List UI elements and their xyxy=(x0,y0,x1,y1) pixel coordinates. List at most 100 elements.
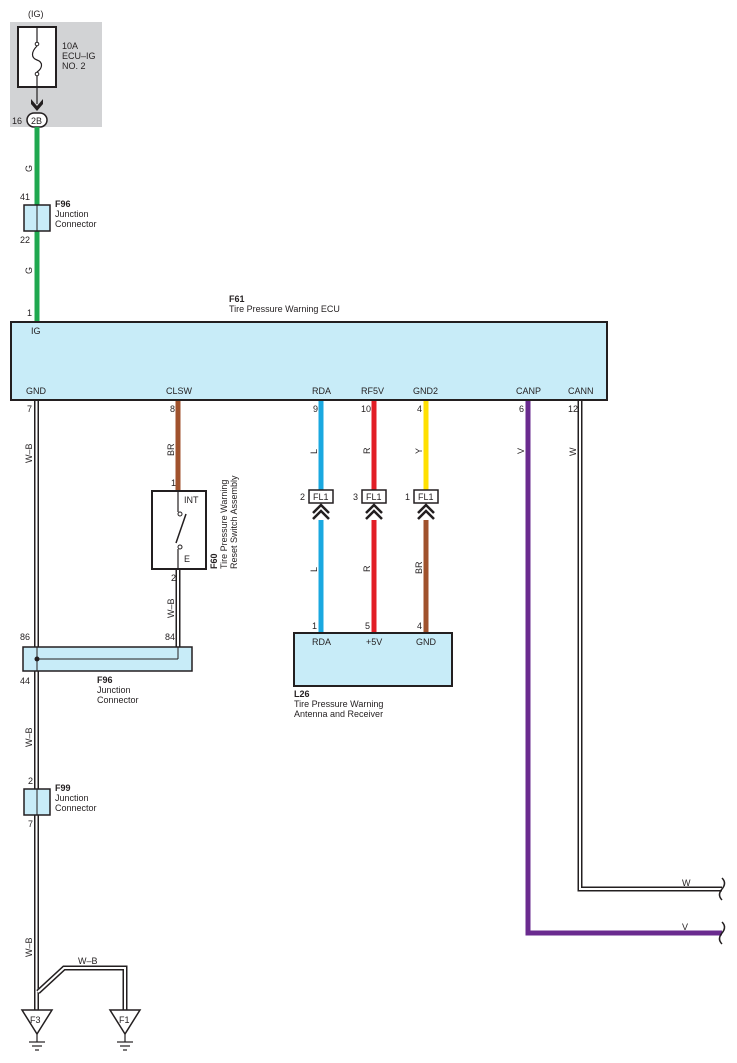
f96-top-id: F96 xyxy=(55,199,71,209)
ecu-f61: F61 Tire Pressure Warning ECU 1 IG GND C… xyxy=(10,294,608,414)
receiver-term-rda: RDA xyxy=(312,637,331,647)
ground-f3-triangle-icon xyxy=(20,1009,54,1036)
receiver-line2: Antenna and Receiver xyxy=(294,709,383,719)
ecu-term-gnd2: GND2 xyxy=(413,386,438,396)
wires xyxy=(34,127,726,1012)
fl1-rf5v: 3 FL1 xyxy=(353,489,387,520)
switch-pin-top: 1 xyxy=(171,478,176,488)
ecu-pin-clsw: 8 xyxy=(170,404,175,414)
switch-term-e: E xyxy=(184,554,190,564)
ecu-term-rf5v: RF5V xyxy=(361,386,384,396)
switch-pin-bottom: 2 xyxy=(171,573,176,583)
receiver-box xyxy=(293,632,453,687)
receiver-pin-gnd: 4 xyxy=(417,621,422,631)
receiver-pin-rda: 1 xyxy=(312,621,317,631)
switch-box xyxy=(151,490,207,570)
ground-f1: F1 xyxy=(108,1009,142,1051)
wire-code-cann: W xyxy=(568,447,578,456)
ecu-pin-canp: 6 xyxy=(519,404,524,414)
receiver-id: L26 xyxy=(294,689,310,699)
f99-pin-in: 2 xyxy=(28,776,33,786)
receiver-pin-5v: 5 xyxy=(365,621,370,631)
fuse-name-2: NO. 2 xyxy=(62,61,86,71)
fl1-gnd2-chevron-icon xyxy=(417,503,435,520)
wire-cann xyxy=(577,400,722,892)
wire-code-green-lower: G xyxy=(24,267,34,274)
fl1-rf5v-pin: 3 xyxy=(353,492,358,502)
fl1-gnd2-pin: 1 xyxy=(405,492,410,502)
fl1-rda: 2 FL1 xyxy=(300,489,334,520)
wire-code-green-upper: G xyxy=(24,165,34,172)
f99-pin-out: 7 xyxy=(28,819,33,829)
f99-line1: Junction xyxy=(55,793,89,803)
break-mark-canp xyxy=(718,921,726,945)
ecu-id: F61 xyxy=(229,294,245,304)
break-mark-cann xyxy=(718,877,726,901)
switch-term-int: INT xyxy=(184,495,199,505)
power-connector: 2B xyxy=(31,116,42,126)
ground-f1-triangle-icon xyxy=(108,1009,142,1036)
ecu-pin-gnd2: 4 xyxy=(417,404,422,414)
wire-code-rf5v-lower: R xyxy=(362,565,372,572)
wire-code-clsw: BR xyxy=(166,443,176,456)
switch-id: F60 xyxy=(209,553,219,569)
f96-mid-id: F96 xyxy=(97,675,113,685)
ecu-pin-rf5v: 10 xyxy=(361,404,371,414)
f96-mid-pin-right: 84 xyxy=(165,632,175,642)
switch-contact-icon xyxy=(175,513,187,544)
receiver-term-5v: +5V xyxy=(366,637,382,647)
fl1-rf5v-label: FL1 xyxy=(366,492,382,502)
fl1-rda-label: FL1 xyxy=(313,492,329,502)
fl1-connectors: 2 FL1 3 FL1 1 FL1 xyxy=(300,489,439,520)
reset-switch-f60: 1 INT E 2 F60 Tire Pressure Warning Rese… xyxy=(151,475,239,583)
wire-code-rf5v-upper: R xyxy=(362,447,372,454)
wire-code-gnd-mid: W–B xyxy=(24,727,34,747)
ecu-pin-cann: 12 xyxy=(568,404,578,414)
ecu-term-rda: RDA xyxy=(312,386,331,396)
wire-code-gnd2-lower: BR xyxy=(414,561,424,574)
fuse-element-icon xyxy=(31,45,43,73)
fl1-gnd2: 1 FL1 xyxy=(405,489,439,520)
ecu-box xyxy=(10,321,608,401)
wire-gnd-branch xyxy=(36,965,128,1012)
antenna-receiver-l26: 1 5 4 RDA +5V GND L26 Tire Pressure Warn… xyxy=(293,621,453,719)
receiver-line1: Tire Pressure Warning xyxy=(294,699,383,709)
connector-arrow-icon xyxy=(31,99,43,111)
switch-line1: Tire Pressure Warning xyxy=(219,480,229,569)
wire-code-gnd-lower: W–B xyxy=(24,937,34,957)
wire-code-canp-out: V xyxy=(682,922,688,932)
wire-code-rda-upper: L xyxy=(309,449,319,454)
junction-connector-f96-top: 41 22 F96 Junction Connector xyxy=(20,192,97,245)
ecu-term-ig: IG xyxy=(31,326,41,336)
ground-f1-label: F1 xyxy=(119,1015,130,1025)
switch-line2: Reset Switch Assembly xyxy=(229,475,239,569)
fl1-gnd2-label: FL1 xyxy=(418,492,434,502)
f96-top-line2: Connector xyxy=(55,219,97,229)
f96-mid-line2: Connector xyxy=(97,695,139,705)
wire-code-switch-gnd: W–B xyxy=(166,598,176,618)
wire-code-gnd-main: W–B xyxy=(24,443,34,463)
junction-connector-f96-mid: 86 84 44 F96 Junction Connector xyxy=(20,632,193,705)
fl1-rda-chevron-icon xyxy=(312,503,330,520)
junction-connector-f99: 2 7 F99 Junction Connector xyxy=(23,776,97,829)
wire-code-gnd2-upper: Y xyxy=(414,448,424,454)
wire-code-cann-out: W xyxy=(682,878,691,888)
splice-dot xyxy=(34,656,40,662)
ecu-term-clsw: CLSW xyxy=(166,386,193,396)
f96-mid-line1: Junction xyxy=(97,685,131,695)
ecu-term-canp: CANP xyxy=(516,386,541,396)
wire-code-canp: V xyxy=(516,448,526,454)
f96-top-pin-out: 22 xyxy=(20,235,30,245)
ecu-term-cann: CANN xyxy=(568,386,594,396)
f99-line2: Connector xyxy=(55,803,97,813)
power-source-label: (IG) xyxy=(28,9,44,19)
receiver-term-gnd: GND xyxy=(416,637,437,647)
fuse-block: (IG) 10A ECU–IG NO. 2 16 2B xyxy=(10,9,102,128)
f96-mid-pin-out: 44 xyxy=(20,676,30,686)
wire-code-rda-lower: L xyxy=(309,567,319,572)
ecu-pin-gnd: 7 xyxy=(27,404,32,414)
ecu-term-gnd: GND xyxy=(26,386,47,396)
power-pin: 16 xyxy=(12,116,22,126)
wire-switch-gnd xyxy=(37,569,181,662)
